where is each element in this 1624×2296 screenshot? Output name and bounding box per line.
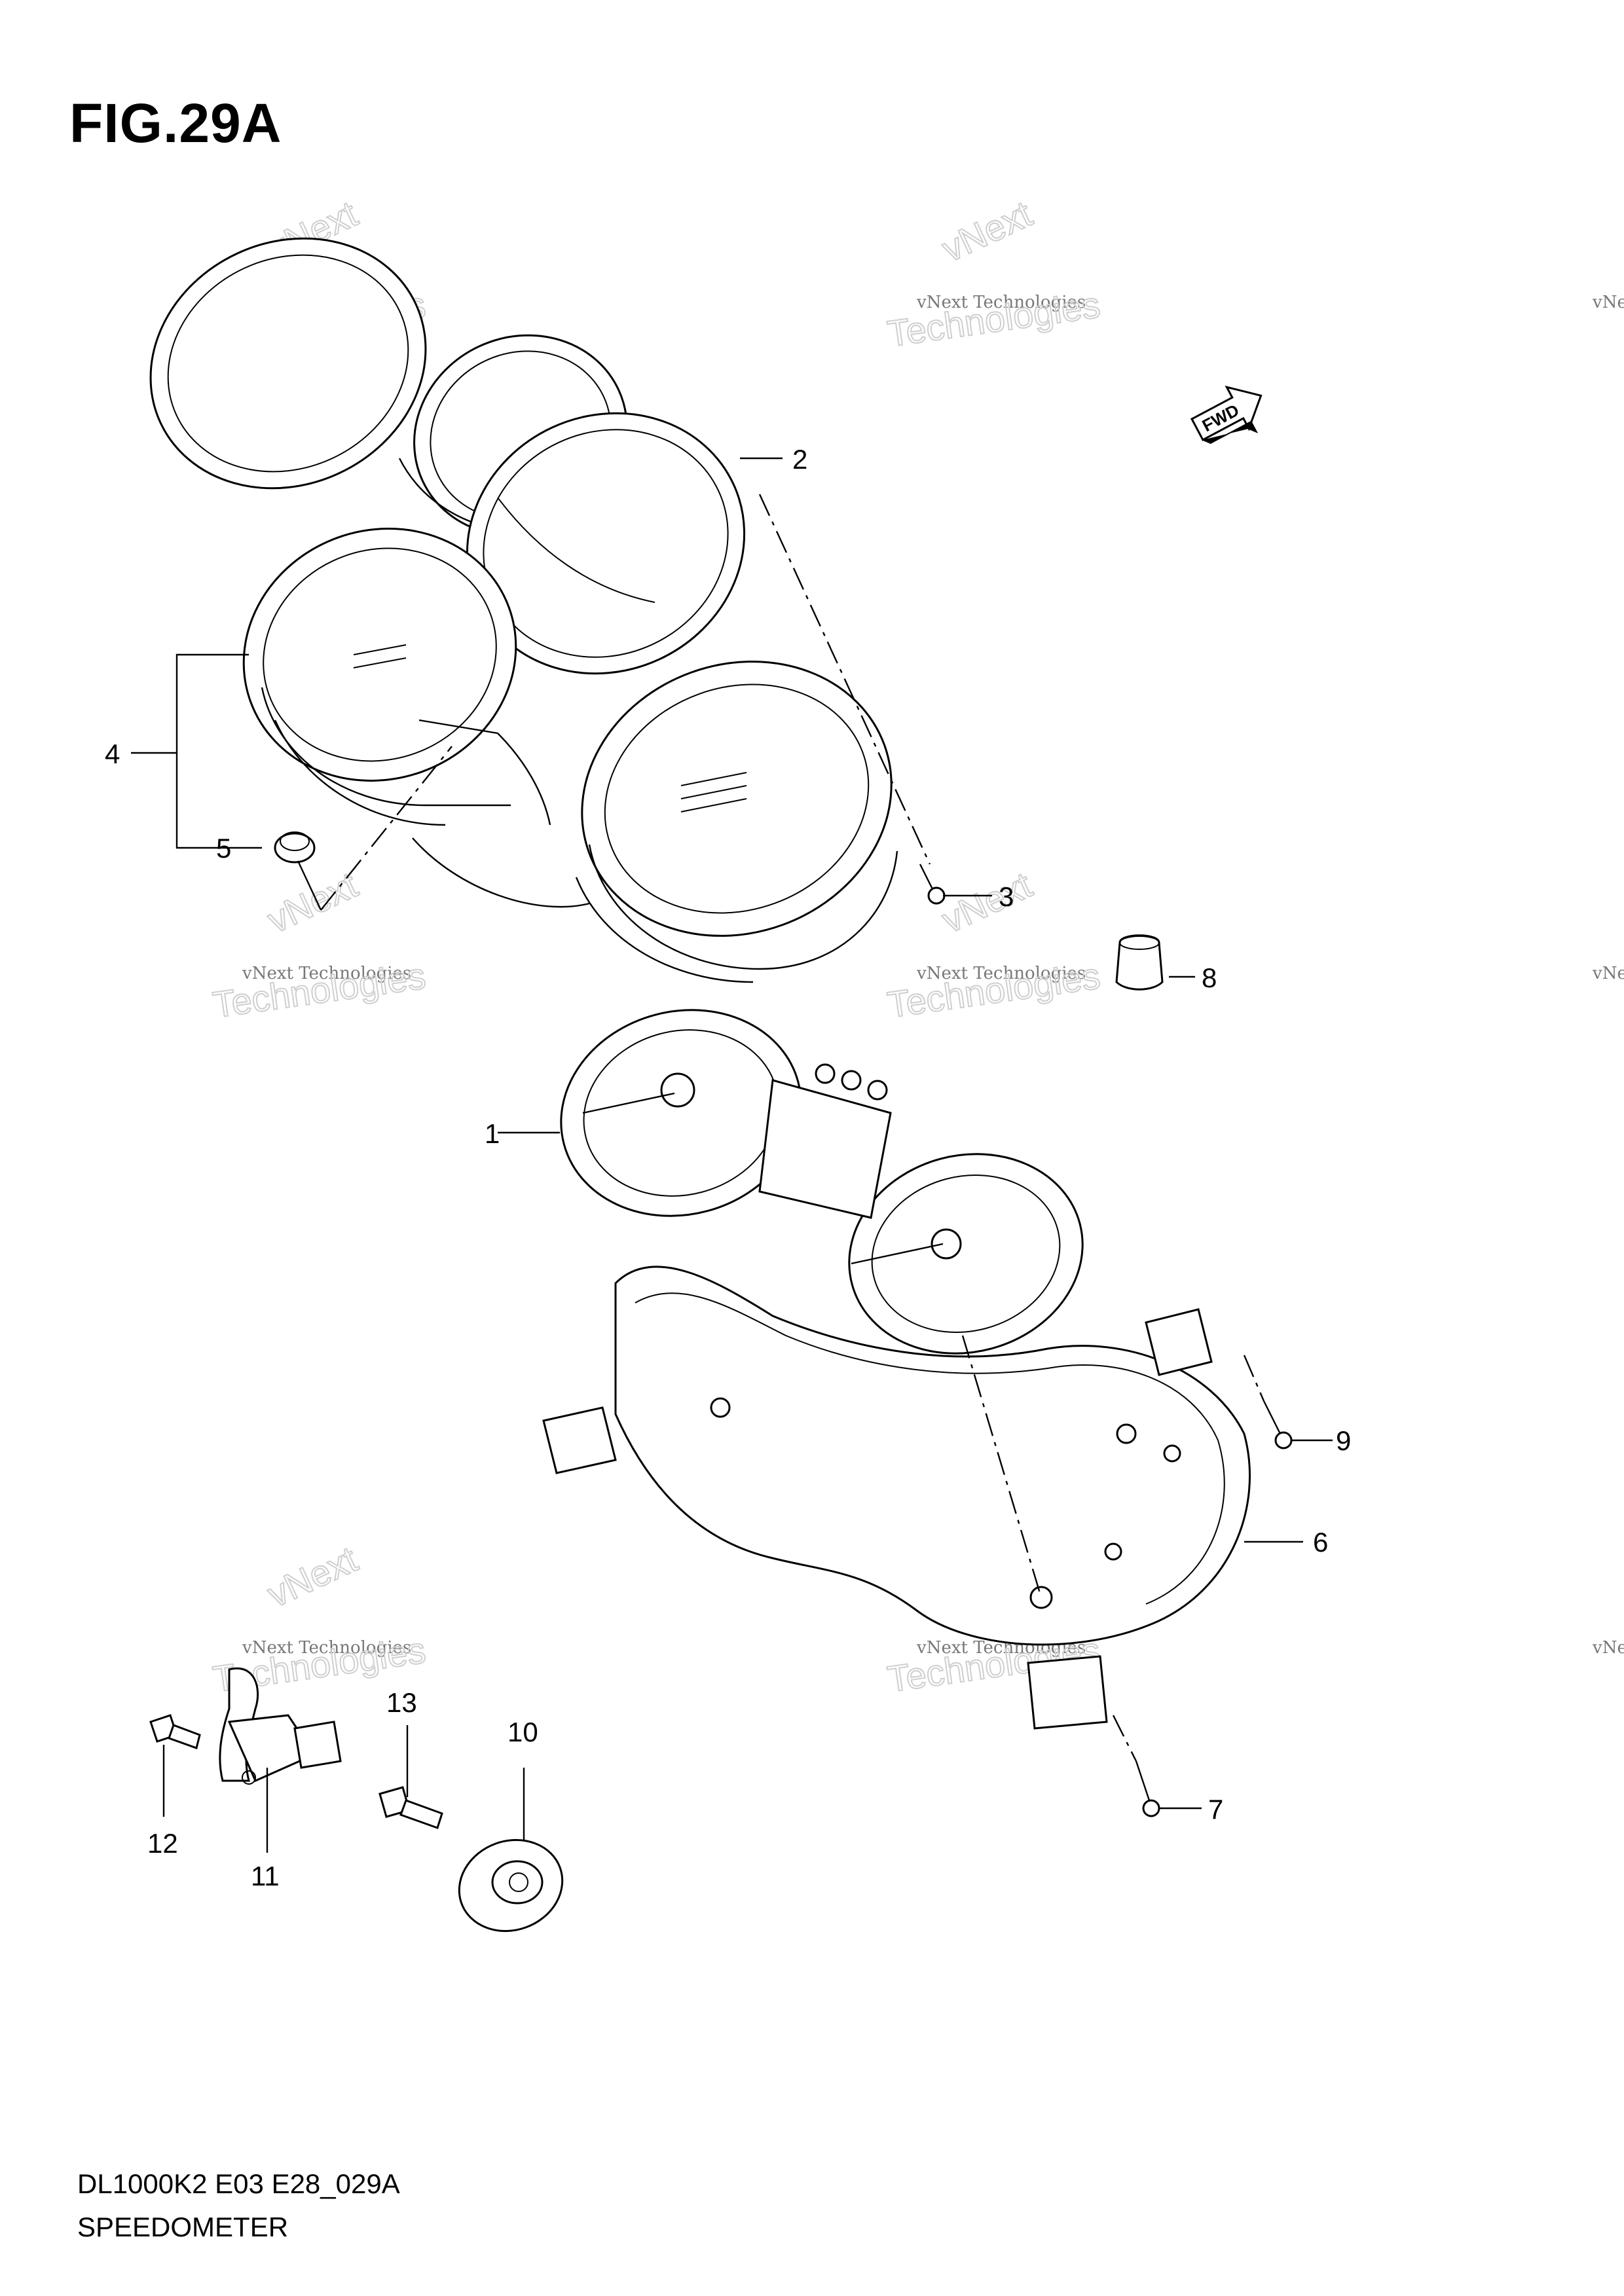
watermark-text: vNext Technologies — [242, 1638, 411, 1658]
callout-8: 8 — [1202, 962, 1217, 993]
figure-title: FIG.29A — [69, 92, 282, 154]
bolt-part-12 — [149, 1714, 201, 1749]
callout-1: 1 — [485, 1118, 500, 1149]
callout-10: 10 — [507, 1717, 538, 1747]
grommet-part-5 — [274, 831, 316, 864]
leader-lines — [131, 457, 1333, 1853]
meter-case-part — [242, 528, 898, 983]
cap-part-8 — [1115, 934, 1164, 991]
watermark-edge: vNext — [1592, 293, 1624, 312]
screw-part-3 — [919, 864, 946, 905]
callout-labels: 1 2 3 4 5 6 7 8 9 10 11 12 13 — [105, 444, 1351, 1891]
callout-13: 13 — [386, 1687, 417, 1718]
watermark-arc: vNext — [261, 1538, 364, 1615]
callout-2: 2 — [792, 444, 807, 475]
fwd-arrow-icon: FWD — [1190, 385, 1263, 444]
callout-12: 12 — [147, 1828, 178, 1859]
watermark-edge: vNext — [1592, 1638, 1624, 1658]
callout-6: 6 — [1313, 1527, 1328, 1558]
callout-11: 11 — [251, 1861, 280, 1891]
watermark-text: vNext Technologies — [916, 293, 1086, 312]
diagram-code: DL1000K2 E03 E28_029A — [77, 2168, 400, 2199]
gear-part-10 — [458, 1838, 564, 1933]
meter-assembly-part — [560, 1009, 1084, 1355]
bolt-part-13 — [378, 1786, 443, 1829]
callout-7: 7 — [1208, 1794, 1223, 1825]
sensor-part-11 — [219, 1667, 342, 1785]
bezel-ring-part — [466, 412, 746, 675]
watermark-arc: vNext — [936, 864, 1039, 941]
watermark-text: vNext Technologies — [916, 964, 1086, 983]
callout-3: 3 — [999, 881, 1014, 912]
watermark-text: vNext Technologies — [242, 964, 411, 983]
screw-part-9 — [1263, 1400, 1293, 1449]
callout-9: 9 — [1336, 1425, 1351, 1456]
watermark-edge: vNext — [1592, 964, 1624, 983]
callout-4: 4 — [105, 738, 120, 769]
screw-part-7 — [1135, 1760, 1160, 1817]
lower-case-part — [542, 1266, 1251, 1730]
watermark-arc: vNext — [936, 192, 1039, 270]
diagram-name: SPEEDOMETER — [77, 2212, 289, 2242]
callout-5: 5 — [216, 833, 231, 864]
